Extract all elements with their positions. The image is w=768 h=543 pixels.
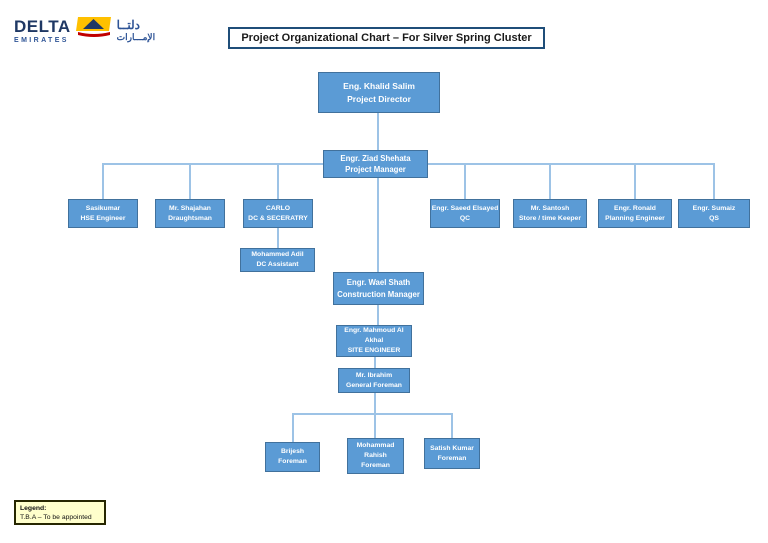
connector-drop-planning xyxy=(634,163,636,199)
org-node-project-manager: Engr. Ziad Shehata Project Manager xyxy=(323,150,428,178)
person-name: Engr. Mahmoud Al Akhal xyxy=(344,327,404,345)
org-node-foreman-brijesh: Brijesh Foreman xyxy=(265,442,320,472)
connector-drop-satish xyxy=(451,413,453,440)
person-role: Foreman xyxy=(361,461,390,469)
logo-arabic-brand: دلتــا xyxy=(116,18,140,32)
person-name: Eng. Khalid Salim xyxy=(343,81,415,92)
connector-foreman-down xyxy=(374,393,376,413)
person-role: DC Assistant xyxy=(256,261,299,268)
person-role: Store / time Keeper xyxy=(519,214,581,222)
org-node-dc-secretary: CARLO DC & SECERATRY xyxy=(243,199,313,228)
connector-drop-brijesh xyxy=(292,413,294,442)
person-name: Brijesh xyxy=(280,448,305,456)
person-name: Mr. Shajahan xyxy=(169,204,211,212)
person-role: Project Manager xyxy=(345,165,406,174)
chart-title-box: Project Organizational Chart – For Silve… xyxy=(228,27,545,49)
connector-carlo-adil xyxy=(277,228,279,248)
person-name: Satish Kumar xyxy=(430,444,474,452)
connector-director-manager xyxy=(377,113,379,150)
org-node-planning-engineer: Engr. Ronald Planning Engineer xyxy=(598,199,672,228)
logo-wordmark: DELTA EMIRATES xyxy=(14,18,71,44)
logo-arabic-sub: الإمـــارات xyxy=(116,32,156,42)
person-name: Mohammad Rahish xyxy=(356,442,395,460)
pyramid-icon xyxy=(75,16,112,45)
connector-drop-qs xyxy=(713,163,715,199)
person-role: General Foreman xyxy=(346,381,402,389)
legend-heading: Legend: xyxy=(20,505,47,512)
connector-manager-construction xyxy=(377,178,379,272)
connector-site-foreman xyxy=(374,357,376,368)
connector-drop-storekeeper xyxy=(549,163,551,199)
org-node-foreman-satish: Satish Kumar Foreman xyxy=(424,438,480,469)
person-role: QC xyxy=(459,214,471,222)
org-node-project-director: Eng. Khalid Salim Project Director xyxy=(318,72,440,113)
person-role: SITE ENGINEER xyxy=(347,346,401,354)
person-name: Engr. Wael Shath xyxy=(346,278,411,288)
org-node-dc-assistant: Mohammed Adil DC Assistant xyxy=(240,248,315,272)
person-name: CARLO xyxy=(265,204,291,212)
connector-drop-qc xyxy=(464,163,466,199)
connector-drop-carlo xyxy=(277,163,279,199)
page-title: Project Organizational Chart – For Silve… xyxy=(241,32,532,44)
person-role: Planning Engineer xyxy=(605,214,665,222)
connector-right-branch xyxy=(428,163,715,165)
person-name: Mr. Santosh xyxy=(530,204,570,212)
legend-entry: T.B.A – To be appointed xyxy=(20,514,92,522)
org-node-storekeeper: Mr. Santosh Store / time Keeper xyxy=(513,199,587,228)
person-role: HSE Engineer xyxy=(80,214,126,222)
person-name: Engr. Saeed Elsayed xyxy=(431,204,499,212)
org-node-general-foreman: Mr. Ibrahim General Foreman xyxy=(338,368,410,393)
org-node-foreman-rahish: Mohammad Rahish Foreman xyxy=(347,438,404,474)
org-node-qs: Engr. Sumaiz QS xyxy=(678,199,750,228)
logo-arabic-wordmark: دلتــا الإمـــارات xyxy=(117,19,155,42)
connector-left-branch xyxy=(103,163,324,165)
person-name: Mr. Ibrahim xyxy=(355,371,393,379)
person-role: Construction Manager xyxy=(337,289,420,299)
person-name: Engr. Sumaiz xyxy=(692,204,736,212)
person-role: QS xyxy=(709,214,719,222)
connector-foremen-branch xyxy=(292,413,453,415)
connector-drop-draughtsman xyxy=(189,163,191,199)
connector-construction-site xyxy=(377,305,379,325)
person-name: Sasikumar xyxy=(85,204,121,212)
legend-box: Legend: T.B.A – To be appointed xyxy=(14,500,106,525)
company-logo: DELTA EMIRATES دلتــا الإمـــارات xyxy=(14,16,155,45)
person-name: Mohammed Adil xyxy=(251,251,304,259)
person-role: Project Director xyxy=(347,93,411,104)
person-role: Foreman xyxy=(278,458,307,465)
org-node-site-engineer: Engr. Mahmoud Al Akhal SITE ENGINEER xyxy=(336,325,412,357)
person-role: DC & SECERATRY xyxy=(248,214,308,222)
logo-sub-text: EMIRATES xyxy=(14,36,69,44)
org-node-draughtsman: Mr. Shajahan Draughtsman xyxy=(155,199,225,228)
org-node-qc: Engr. Saeed Elsayed QC xyxy=(430,199,500,228)
org-node-hse-engineer: Sasikumar HSE Engineer xyxy=(68,199,138,228)
logo-brand-text: DELTA xyxy=(14,16,71,36)
connector-drop-rahish xyxy=(374,413,376,438)
org-node-construction-manager: Engr. Wael Shath Construction Manager xyxy=(333,272,424,305)
connector-drop-hse xyxy=(102,163,104,199)
person-name: Engr. Ronald xyxy=(614,204,656,212)
person-role: Draughtsman xyxy=(168,214,212,222)
person-role: Foreman xyxy=(437,454,467,462)
person-name: Engr. Ziad Shehata xyxy=(340,153,411,163)
